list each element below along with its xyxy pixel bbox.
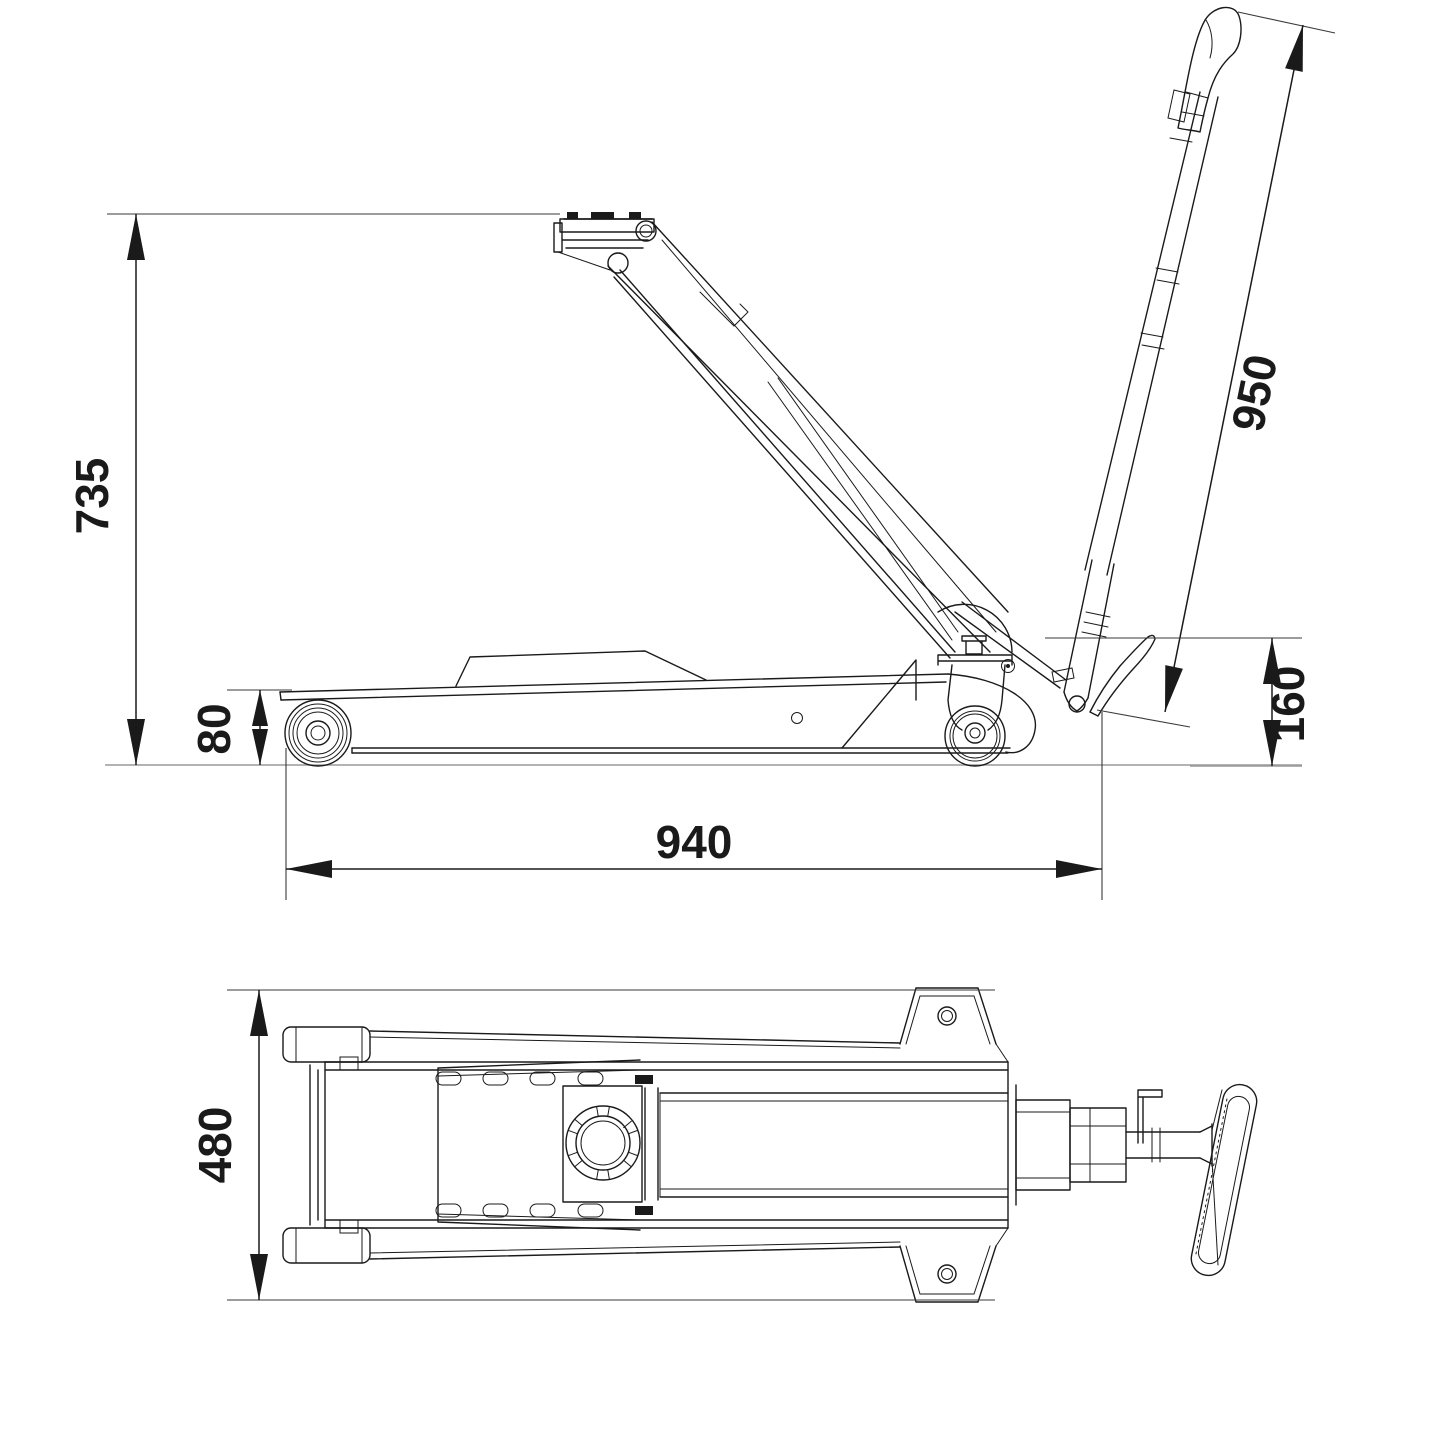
chassis-side — [279, 603, 1037, 754]
dim-handle-pivot-height: 160 — [1045, 637, 1314, 767]
handle-top — [1015, 1083, 1258, 1277]
dim-max-lift-height: 735 — [66, 213, 560, 765]
side-view — [105, 6, 1302, 767]
dim-min-height: 80 — [188, 689, 292, 765]
caster-plates-top — [899, 987, 997, 1303]
front-wheel-side — [284, 699, 352, 767]
dim-label-480: 480 — [189, 1107, 241, 1184]
lift-arm-side — [607, 221, 1009, 659]
dim-chassis-length: 940 — [285, 712, 1103, 900]
dim-label-950: 950 — [1221, 350, 1287, 436]
dim-label-80: 80 — [188, 703, 240, 754]
dim-label-940: 940 — [656, 816, 733, 868]
top-view — [282, 987, 1258, 1303]
saddle-top — [562, 1075, 653, 1215]
lift-arm-top — [644, 1087, 1009, 1201]
dim-label-160: 160 — [1262, 666, 1314, 743]
frame-top — [309, 1030, 1017, 1260]
dim-label-735: 735 — [66, 458, 118, 535]
saddle-side — [553, 212, 657, 274]
dim-overall-width: 480 — [189, 989, 995, 1301]
slotted-plate-top — [435, 1059, 641, 1231]
rear-caster-side — [937, 635, 1013, 767]
handle-side — [954, 6, 1242, 717]
